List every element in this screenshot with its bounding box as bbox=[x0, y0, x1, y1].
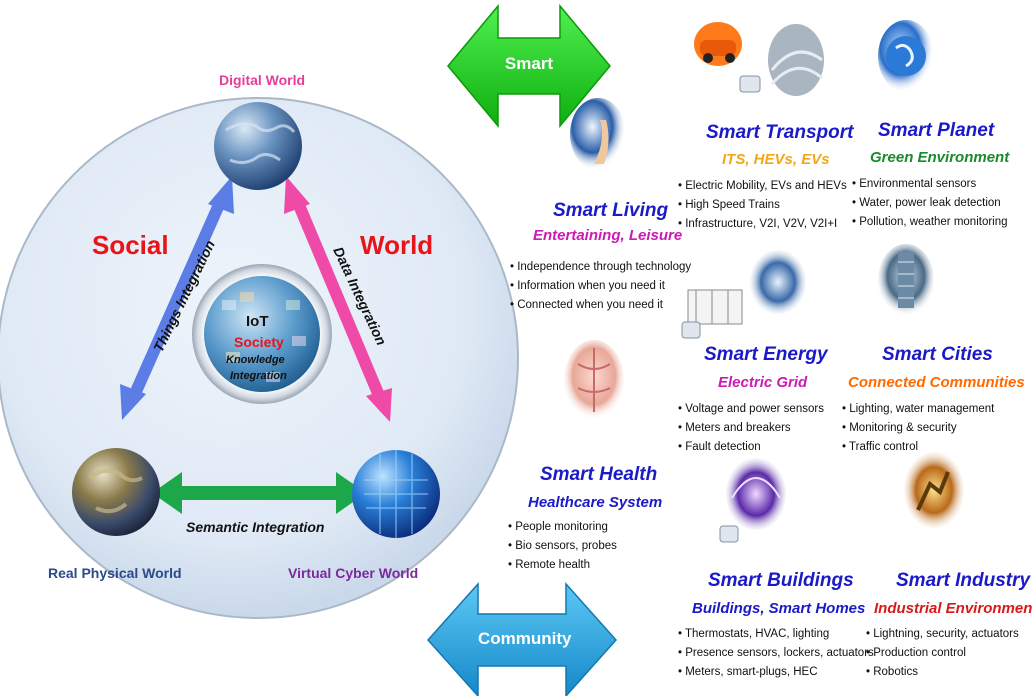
list-item: • Lighting, water management bbox=[842, 403, 995, 415]
list-item: • Voltage and power sensors bbox=[678, 403, 824, 415]
data-integration-arrow bbox=[284, 176, 392, 422]
living-bullets: • Independence through technology • Info… bbox=[510, 258, 691, 315]
list-item: • Production control bbox=[866, 647, 966, 659]
energy-image bbox=[681, 250, 806, 339]
virtual-world-label: Virtual Cyber World bbox=[288, 565, 419, 581]
energy-bullets: • Voltage and power sensors • Meters and… bbox=[678, 400, 824, 457]
energy-subtitle: Electric Grid bbox=[718, 374, 808, 391]
cities-subtitle: Connected Communities bbox=[848, 374, 1025, 391]
knowledge-label: Knowledge bbox=[226, 354, 285, 366]
living-title: Smart Living bbox=[553, 200, 669, 221]
cities-title: Smart Cities bbox=[882, 344, 993, 365]
social-label: Social bbox=[92, 230, 169, 260]
transport-subtitle: ITS, HEVs, EVs bbox=[722, 151, 830, 168]
list-item: • Monitoring & security bbox=[842, 422, 957, 434]
buildings-bullets: • Thermostats, HVAC, lighting • Presence… bbox=[678, 625, 874, 682]
planet-subtitle: Green Environment bbox=[870, 149, 1010, 166]
health-bullets: • People monitoring • Bio sensors, probe… bbox=[508, 518, 617, 575]
buildings-title: Smart Buildings bbox=[708, 570, 854, 591]
list-item: • Robotics bbox=[866, 666, 918, 678]
world-label: World bbox=[360, 230, 434, 260]
buildings-subtitle: Buildings, Smart Homes bbox=[692, 600, 866, 617]
society-label: Society bbox=[234, 334, 284, 350]
digital-world-label: Digital World bbox=[219, 72, 306, 88]
living-subtitle: Entertaining, Leisure bbox=[533, 227, 683, 244]
semantic-integration-label: Semantic Integration bbox=[186, 519, 325, 535]
transport-bullets: • Electric Mobility, EVs and HEVs • High… bbox=[678, 177, 847, 234]
real-world-label: Real Physical World bbox=[48, 565, 182, 581]
planet-title: Smart Planet bbox=[878, 120, 995, 141]
list-item: • People monitoring bbox=[508, 521, 608, 533]
real-world-globe-icon bbox=[72, 448, 160, 536]
list-item: • Remote health bbox=[508, 559, 591, 571]
list-item: • Environmental sensors bbox=[852, 178, 977, 190]
planet-bullets: • Environmental sensors • Water, power l… bbox=[852, 175, 1008, 232]
integration-label: Integration bbox=[230, 370, 287, 382]
semantic-integration-arrow bbox=[152, 472, 366, 514]
list-item: • Traffic control bbox=[842, 441, 919, 453]
list-item: • Infrastructure, V2I, V2V, V2I+I bbox=[678, 218, 838, 230]
health-subtitle: Healthcare System bbox=[528, 494, 663, 511]
list-item: • Thermostats, HVAC, lighting bbox=[678, 628, 830, 640]
iot-label: IoT bbox=[246, 313, 269, 330]
planet-image bbox=[878, 20, 934, 92]
energy-title: Smart Energy bbox=[704, 344, 828, 365]
health-title: Smart Health bbox=[540, 464, 658, 485]
community-arrow-label: Community bbox=[478, 629, 572, 648]
industry-title: Smart Industry bbox=[896, 570, 1031, 591]
industry-subtitle: Industrial Environments bbox=[874, 600, 1033, 617]
smart-double-arrow bbox=[447, 3, 611, 129]
list-item: • Independence through technology bbox=[510, 261, 692, 273]
transport-title: Smart Transport bbox=[706, 122, 854, 143]
list-item: • High Speed Trains bbox=[678, 199, 780, 211]
cities-image bbox=[878, 244, 934, 316]
list-item: • Lightning, security, actuators bbox=[866, 628, 1019, 640]
list-item: • Meters, smart-plugs, HEC bbox=[678, 666, 818, 678]
list-item: • Electric Mobility, EVs and HEVs bbox=[678, 180, 847, 192]
list-item: • Bio sensors, probes bbox=[508, 540, 617, 552]
list-item: • Pollution, weather monitoring bbox=[852, 216, 1008, 228]
industry-bullets: • Lightning, security, actuators • Produ… bbox=[866, 625, 1019, 682]
list-item: • Fault detection bbox=[678, 441, 761, 453]
health-image bbox=[564, 340, 624, 420]
transport-image bbox=[694, 22, 824, 96]
living-image bbox=[570, 98, 626, 170]
list-item: • Meters and breakers bbox=[678, 422, 791, 434]
list-item: • Information when you need it bbox=[510, 280, 665, 292]
smart-arrow-label: Smart bbox=[504, 54, 554, 73]
list-item: • Presence sensors, lockers, actuators bbox=[678, 647, 874, 659]
digital-world-globe-icon bbox=[214, 102, 302, 190]
list-item: • Water, power leak detection bbox=[852, 197, 1001, 209]
industry-image bbox=[904, 452, 964, 528]
things-integration-arrow bbox=[120, 176, 234, 420]
list-item: • Connected when you need it bbox=[510, 299, 663, 311]
buildings-image bbox=[719, 458, 786, 543]
cities-bullets: • Lighting, water management • Monitorin… bbox=[842, 400, 994, 457]
community-double-arrow bbox=[426, 582, 618, 696]
